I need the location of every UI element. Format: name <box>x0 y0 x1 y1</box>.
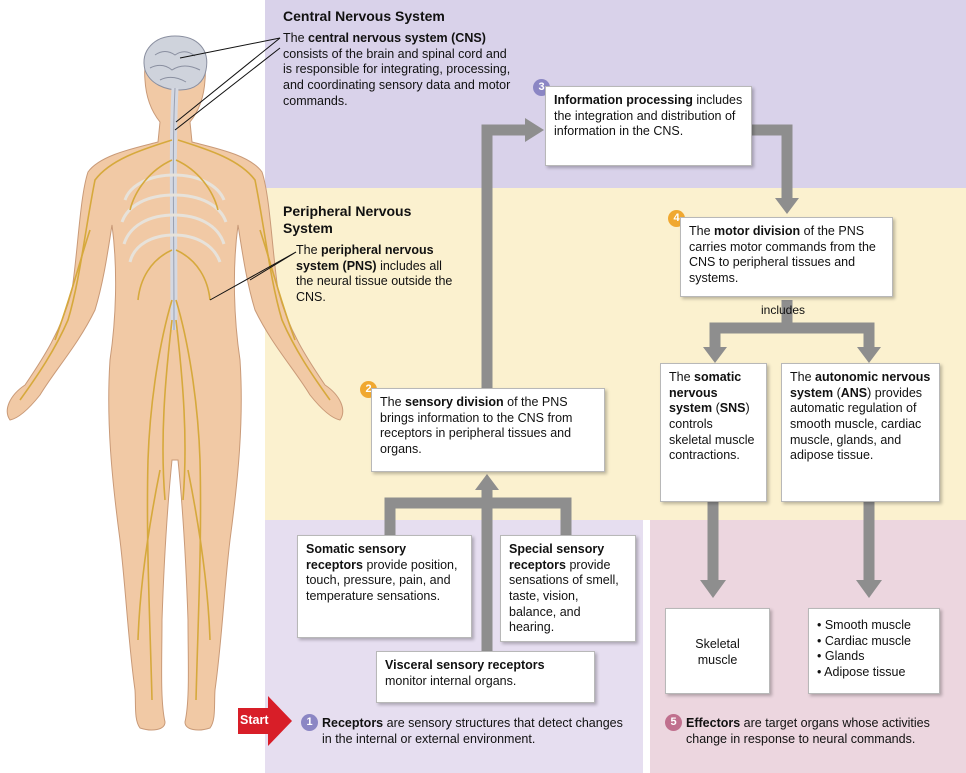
start-label: Start <box>240 713 269 727</box>
receptors-description: Receptors are sensory structures that de… <box>322 716 623 746</box>
skeletal-muscle-box: Skeletal muscle <box>665 608 770 694</box>
leader-lines <box>174 37 297 301</box>
start-arrow-shape <box>238 696 292 746</box>
motor-division-box: The motor division of the PNS carries mo… <box>680 217 893 297</box>
autonomic-nervous-system-box: The autonomic nervous system (ANS) provi… <box>781 363 940 502</box>
human-figure <box>6 35 344 731</box>
cns-description: The central nervous system (CNS) consist… <box>283 31 511 108</box>
special-sensory-receptors-box: Special sensory receptors provide sensat… <box>500 535 636 642</box>
somatic-nervous-system-box: The somatic nervous system (SNS) control… <box>660 363 767 502</box>
autonomic-effectors-box: • Smooth muscle • Cardiac muscle • Gland… <box>808 608 940 694</box>
body-silhouette <box>6 37 344 731</box>
brain <box>143 35 208 91</box>
peripheral-nerves <box>19 139 331 701</box>
pns-heading: Peripheral Nervous System <box>283 203 412 236</box>
arrow-heads <box>475 118 882 598</box>
includes-label: includes <box>761 303 806 317</box>
effector-item: • Cardiac muscle <box>817 633 911 648</box>
step5-badge: 5 <box>665 714 682 731</box>
step1-badge: 1 <box>301 714 318 731</box>
ribcage <box>120 173 228 263</box>
effector-item: • Smooth muscle <box>817 618 911 632</box>
effector-item: • Adipose tissue <box>817 664 906 679</box>
info-processing-box: Information processing includes the inte… <box>545 86 752 166</box>
sensory-division-box: The sensory division of the PNS brings i… <box>371 388 605 472</box>
flow-arrows <box>384 124 875 655</box>
effector-item: • Glands <box>817 649 865 664</box>
somatic-sensory-receptors-box: Somatic sensory receptors provide positi… <box>297 535 472 638</box>
cns-heading: Central Nervous System <box>283 8 445 24</box>
effectors-description: Effectors are target organs whose activi… <box>686 716 930 746</box>
pns-description: The peripheral nervous system (PNS) incl… <box>296 243 453 304</box>
